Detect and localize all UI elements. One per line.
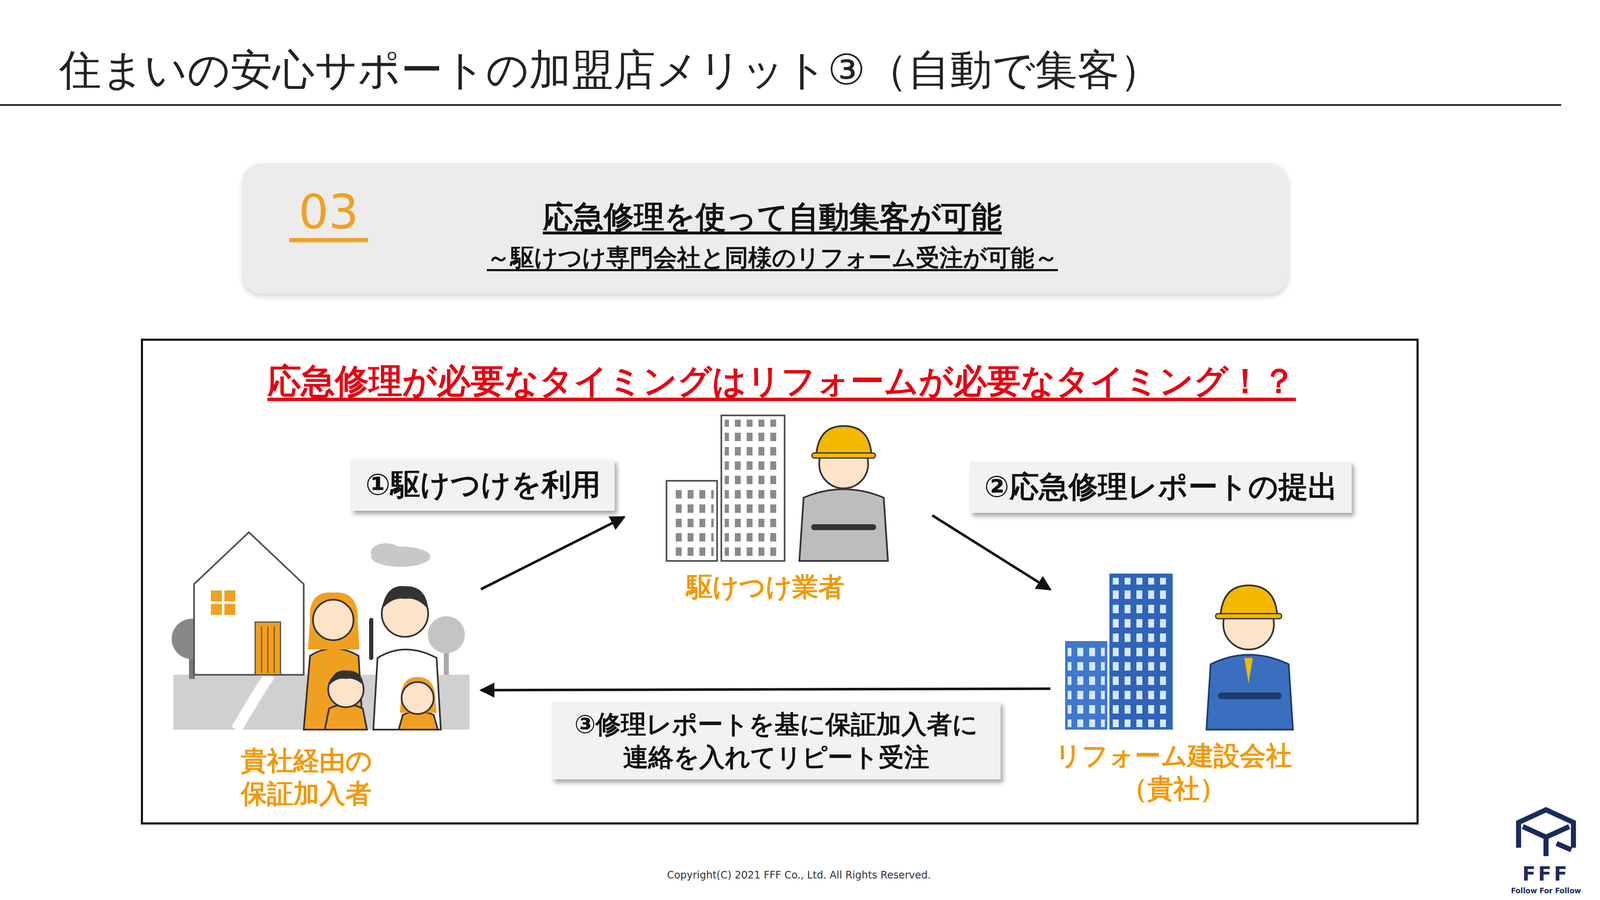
step-label: ②応急修理レポートの提出 (969, 461, 1352, 513)
panel-subheading: ～駆けつけ専門会社と同様のリフォーム受注が可能～ (486, 242, 1058, 275)
rush-service-node: 駆けつけ業者 (624, 404, 933, 608)
frame-heading: 応急修理が必要なタイミングはリフォームが必要なタイミング！？ (267, 358, 1296, 405)
rush-service-illustration (666, 415, 888, 562)
flow-arrow (932, 515, 1051, 590)
panel-heading: 応急修理を使って自動集客が可能 (542, 196, 1002, 238)
slide-title: 住まいの安心サポートの加盟店メリット③（自動で集客） (59, 45, 1162, 95)
step-label: ③修理レポートを基に保証加入者に 連絡を入れてリピート受注 (551, 701, 1001, 780)
node-label: 駆けつけ業者 (686, 569, 845, 605)
flow-arrow (480, 517, 625, 590)
customer-node: 貴社経由の 保証加入者 (168, 527, 481, 813)
step-label: ①駆けつけを利用 (350, 459, 615, 511)
copyright: Copyright(C) 2021 FFF Co., Ltd. All Righ… (666, 869, 931, 882)
logo-tagline: Follow For Follow (1510, 886, 1582, 896)
callout-number: 03 (289, 186, 369, 243)
title-rule (0, 104, 1562, 106)
logo-text: FFF (1522, 862, 1570, 886)
reform-company-illustration (1065, 573, 1293, 730)
logo-mark (1518, 809, 1574, 857)
reform-company-node: リフォーム建設会社 （貴社） (1050, 565, 1329, 810)
family-illustration (171, 532, 470, 730)
node-label: リフォーム建設会社 （貴社） (1047, 739, 1299, 805)
node-label: 貴社経由の 保証加入者 (234, 744, 379, 810)
flow-arrow (480, 688, 1051, 691)
summary-panel: 03 応急修理を使って自動集客が可能 ～駆けつけ専門会社と同様のリフォーム受注が可能… (242, 163, 1288, 295)
